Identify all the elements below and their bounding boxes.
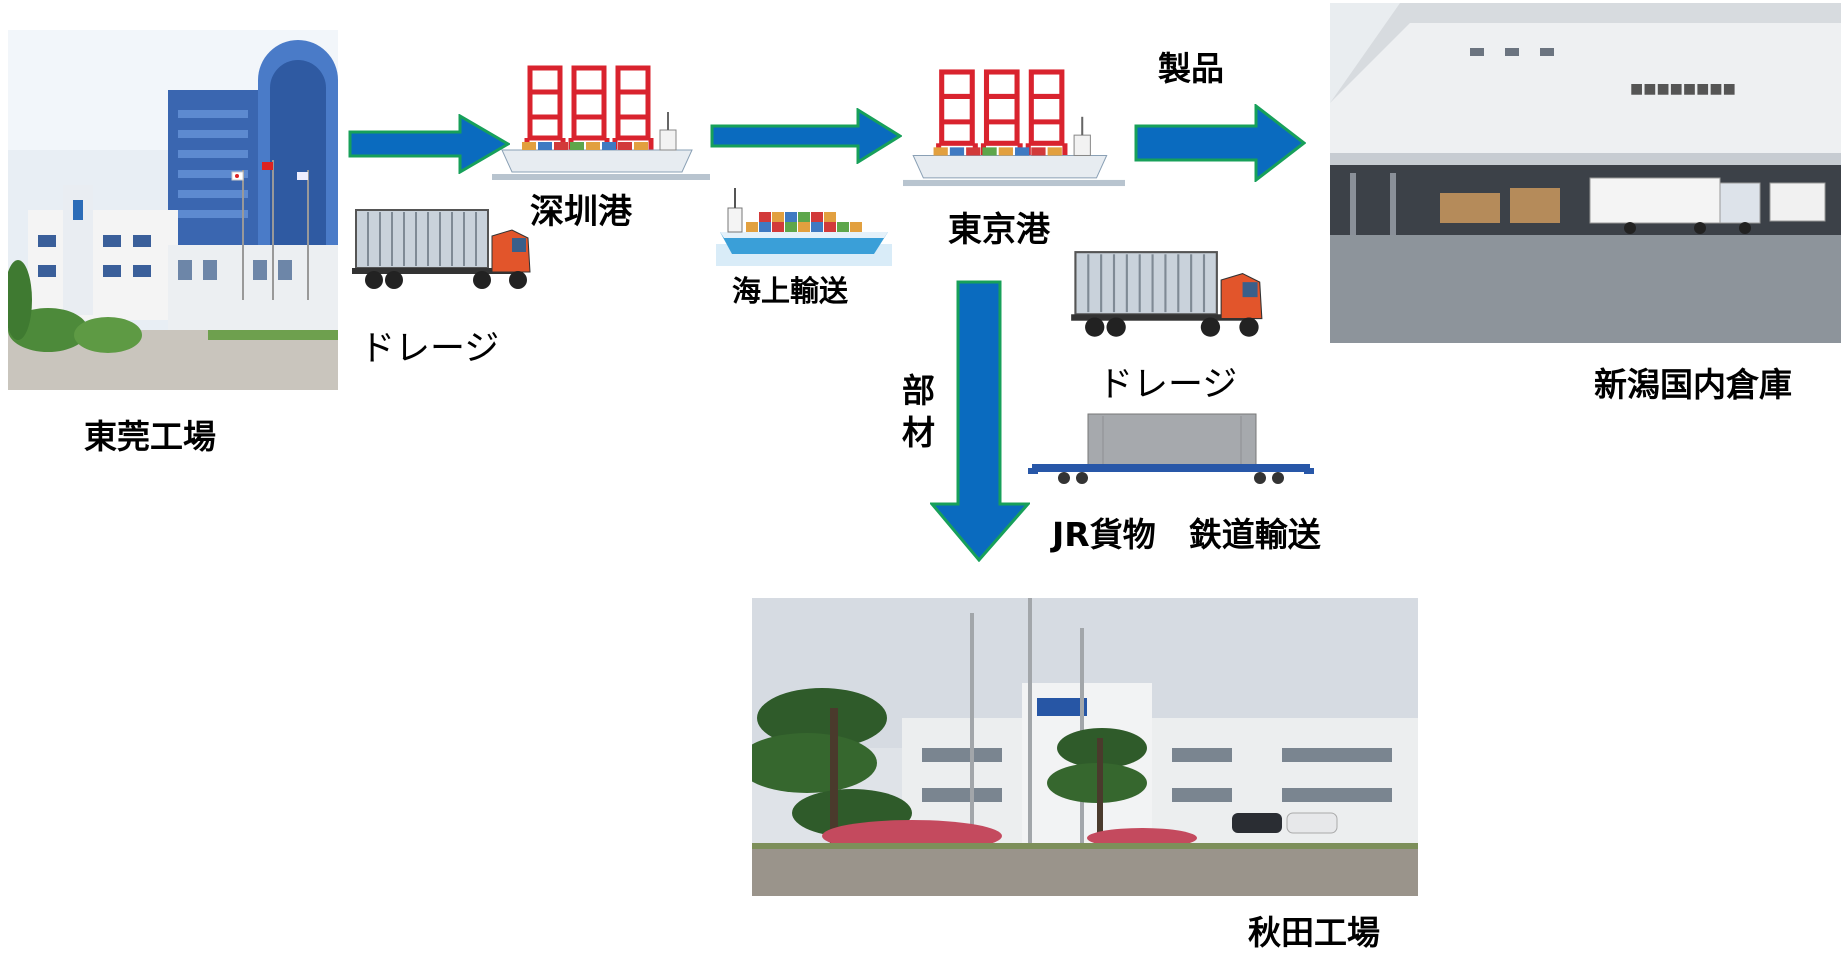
tokyo-port-icon <box>903 69 1125 187</box>
container-truck-icon-right <box>1071 251 1263 337</box>
rail-container-car-icon <box>1028 413 1314 484</box>
tokyo-port-label: 東京港 <box>948 210 1050 250</box>
container-truck-icon-left <box>352 209 531 289</box>
drayage-label-right: ドレージ <box>1098 365 1238 405</box>
arrow-tokyo-to-akita <box>930 280 1030 562</box>
svg-text:■■■■■■■■: ■■■■■■■■ <box>1630 81 1736 97</box>
products-label: 製品 <box>1158 49 1224 88</box>
shenzhen-port-icon <box>492 65 710 180</box>
arrow-tokyo-to-niigata <box>1134 104 1306 182</box>
parts-label-top: 部 <box>902 371 935 410</box>
sea-transport-label: 海上輸送 <box>732 274 849 308</box>
shenzhen-port-label: 深圳港 <box>530 192 632 232</box>
akita-factory-label: 秋田工場 <box>1248 913 1380 952</box>
akita-factory-photo <box>752 598 1418 896</box>
arrow-dongguan-to-shenzhen <box>348 114 510 174</box>
drayage-label-left: ドレージ <box>360 329 500 369</box>
jr-rail-label: JR貨物 鉄道輸送 <box>1052 515 1321 554</box>
niigata-warehouse-label: 新潟国内倉庫 <box>1594 365 1792 404</box>
dongguan-factory-label: 東莞工場 <box>84 417 216 456</box>
arrow-shenzhen-to-tokyo <box>710 108 902 164</box>
niigata-warehouse-photo: ■■■■■■■■ <box>1330 3 1841 343</box>
container-ship-icon <box>716 188 892 266</box>
dongguan-factory-photo <box>8 30 338 390</box>
parts-label-bottom: 材 <box>902 413 935 452</box>
